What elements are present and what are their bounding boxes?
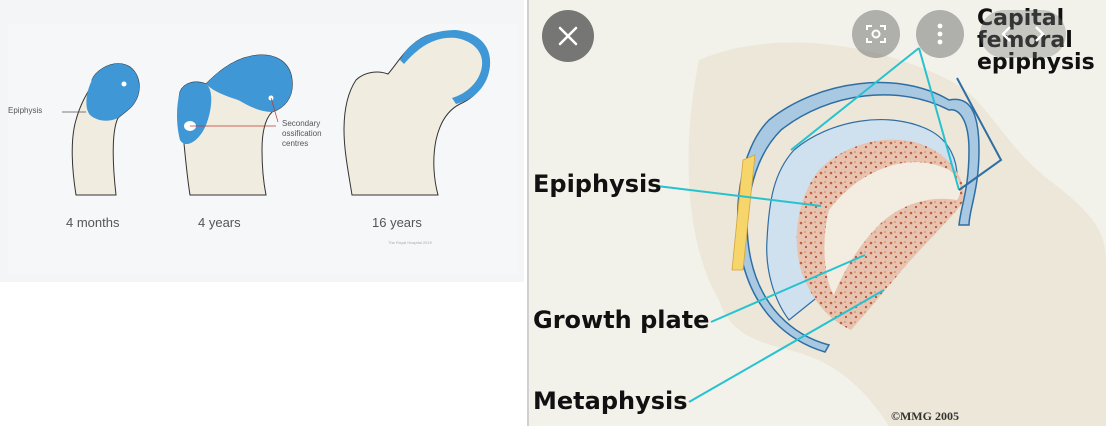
more-vert-icon — [937, 23, 943, 45]
growth-plate-label: Growth plate — [533, 306, 710, 334]
stage-label-16-years: 16 years — [372, 215, 422, 230]
epiphysis-label-large: Epiphysis — [533, 170, 662, 198]
secondary-ossification-label: Secondary ossification centres — [282, 119, 322, 148]
more-options-button[interactable] — [916, 10, 964, 58]
chevron-right-icon — [1035, 26, 1045, 42]
chevron-left-icon — [1001, 26, 1011, 42]
image-credit: The Royal Hospital 2019 — [388, 240, 432, 245]
image-nav-buttons[interactable] — [980, 10, 1066, 58]
visual-search-icon — [866, 25, 886, 43]
close-button[interactable] — [542, 10, 594, 62]
capital-femoral-epiphysis-label: Capital femoral epiphysis — [977, 6, 1095, 75]
result-thumbnail[interactable]: Epiphysis Secondary ossification centres… — [0, 0, 524, 282]
metaphysis-label: Metaphysis — [533, 387, 688, 415]
hip-anatomy-illustration — [529, 0, 1106, 426]
copyright-text: ©MMG 2005 — [891, 409, 959, 423]
panel-divider — [527, 0, 529, 426]
stage-label-4-months: 4 months — [66, 215, 120, 230]
stage-label-4-years: 4 years — [198, 215, 241, 230]
close-icon — [558, 26, 578, 46]
epiphysis-label: Epiphysis — [8, 106, 43, 115]
preview-image: Epiphysis Growth plate Metaphysis Capita… — [529, 0, 1106, 426]
nav-arrows — [1001, 26, 1045, 42]
femur-development-illustration — [62, 30, 491, 196]
visual-search-button[interactable] — [852, 10, 900, 58]
